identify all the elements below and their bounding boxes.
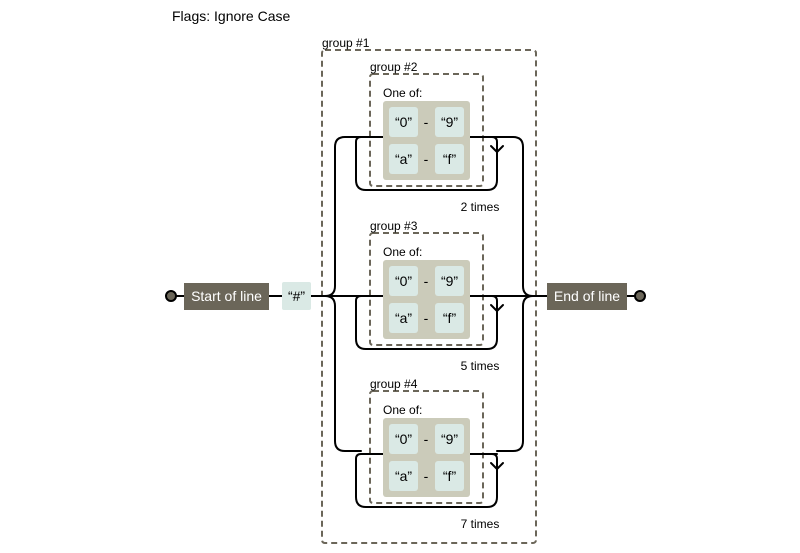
repeat-loop-line [355,295,498,350]
range-from-box [389,107,418,137]
range-from-label: “a” [395,151,412,167]
range-dash: - [424,431,429,447]
range-from-box [389,144,418,174]
range-from-box [389,303,418,333]
one-of-label: One of: [383,245,422,259]
split-branch-top [324,136,362,297]
literal-hash-label: “#” [288,288,305,304]
range-to-label: “9” [441,273,458,289]
group-box [369,73,484,187]
repeat-count-label: 7 times [461,517,500,531]
repeat-count-label: 5 times [461,359,500,373]
range-from-box [389,461,418,491]
join-branch-bottom [496,295,534,452]
repeat-arrow-icon [490,304,504,312]
repeat-count-label: 2 times [461,200,500,214]
repeat-loop-line [355,136,498,191]
range-to-box [435,424,464,454]
repeat-arrow-icon [490,145,504,153]
end-terminal-icon [634,290,646,302]
repeat-loop-line [355,453,498,508]
range-from-label: “0” [395,431,412,447]
range-dash: - [424,114,429,130]
literal-hash [282,282,311,310]
repeat-arrow-icon [490,462,504,470]
join-branch-top [496,136,534,297]
split-branch-bottom [324,295,362,452]
range-to-box [435,144,464,174]
start-of-line-anchor [184,283,269,310]
start-of-line-label: Start of line [191,288,262,304]
flags-label: Flags: Ignore Case [172,8,290,24]
one-of-label: One of: [383,403,422,417]
range-from-label: “0” [395,273,412,289]
group-box [369,232,484,346]
range-from-box [389,424,418,454]
range-dash: - [424,151,429,167]
range-dash: - [424,310,429,326]
range-to-box [435,303,464,333]
group-box [369,390,484,504]
group-label: group #2 [370,60,418,74]
range-to-box [435,461,464,491]
range-from-label: “0” [395,114,412,130]
range-to-label: “f” [443,151,457,167]
range-from-label: “a” [395,310,412,326]
range-to-label: “f” [443,468,457,484]
range-to-box [435,266,464,296]
group-1-label: group #1 [322,36,370,50]
range-from-label: “a” [395,468,412,484]
range-to-box [435,107,464,137]
range-to-label: “f” [443,310,457,326]
start-terminal-icon [165,290,177,302]
range-from-box [389,266,418,296]
range-dash: - [424,273,429,289]
one-of-label: One of: [383,86,422,100]
range-to-label: “9” [441,431,458,447]
group-label: group #4 [370,377,418,391]
group-label: group #3 [370,219,418,233]
end-of-line-label: End of line [554,288,620,304]
range-to-label: “9” [441,114,458,130]
range-dash: - [424,468,429,484]
end-of-line-anchor [547,283,627,310]
